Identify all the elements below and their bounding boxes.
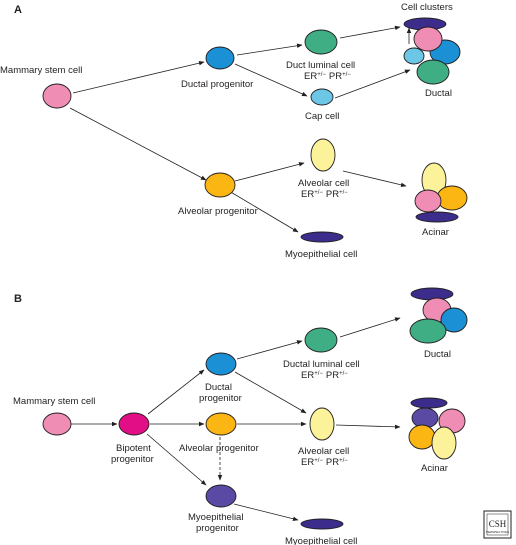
a-mammary-stem-cell-label: Mammary stem cell — [0, 65, 82, 76]
b-bipotent-label-1: Bipotent — [116, 443, 151, 454]
a-alveolar-progenitor — [204, 172, 236, 198]
panel-b-label: B — [14, 293, 22, 305]
b-alveolar-progenitor — [205, 412, 237, 436]
b-mammary-stem-cell-label: Mammary stem cell — [13, 396, 95, 407]
b-ductal-progenitor-label-2: progenitor — [199, 393, 242, 404]
a-ductal-progenitor-label: Ductal progenitor — [181, 79, 253, 90]
panel-a-label: A — [14, 4, 22, 16]
svg-text:PERSPECTIVES: PERSPECTIVES — [486, 530, 509, 534]
a-ductal-cluster — [403, 17, 461, 85]
b-ductal-luminal-receptors: ER+/−PR+/− — [301, 370, 348, 381]
a-acinar-cluster — [414, 162, 468, 223]
csh-perspectives-logo: CSH PERSPECTIVES — [483, 510, 512, 539]
b-mammary-stem-cell — [42, 412, 72, 436]
b-ductal-cluster — [409, 287, 468, 344]
b-ductal-progenitor — [205, 352, 237, 376]
b-alveolar-receptors: ER+/−PR+/− — [301, 457, 348, 468]
b-alveolar-progenitor-label: Alveolar progenitor — [179, 443, 259, 454]
b-myo-progenitor-label-1: Myoepithelial — [188, 512, 243, 523]
a-myoepithelial-label: Myoepithelial cell — [285, 249, 357, 260]
a-duct-luminal-receptors: ER+/−PR+/− — [304, 71, 351, 82]
a-cap-cell-label: Cap cell — [305, 111, 339, 122]
b-alveolar-cell — [309, 407, 335, 441]
b-alveolar-cell-label: Alveolar cell — [298, 446, 349, 457]
a-duct-luminal-cell — [304, 29, 338, 55]
a-alveolar-receptors: ER+/−PR+/− — [301, 189, 348, 200]
b-ductal-label: Ductal — [424, 349, 451, 360]
a-alveolar-cell-label: Alveolar cell — [298, 178, 349, 189]
b-ductal-luminal-cell — [304, 327, 338, 353]
a-alveolar-cell — [310, 138, 336, 172]
panel-a-arrows — [69, 25, 412, 233]
a-mammary-stem-cell — [42, 83, 72, 109]
b-bipotent-label-2: progenitor — [111, 454, 154, 465]
a-ductal-label: Ductal — [425, 88, 452, 99]
svg-text:CSH: CSH — [489, 519, 507, 529]
b-ductal-progenitor-label-1: Ductal — [205, 382, 232, 393]
b-myoepithelial-label: Myoepithelial cell — [285, 536, 357, 545]
b-myoepithelial-cell — [300, 518, 344, 530]
a-myoepithelial-cell — [300, 231, 344, 243]
a-alveolar-progenitor-label: Alveolar progenitor — [178, 206, 258, 217]
a-duct-luminal-label: Duct luminal cell — [286, 60, 355, 71]
b-myo-progenitor-label-2: progenitor — [196, 523, 239, 534]
a-ductal-progenitor — [205, 46, 235, 70]
b-myoepithelial-progenitor — [205, 484, 237, 508]
a-cell-clusters-label: Cell clusters — [401, 2, 453, 13]
b-acinar-cluster — [408, 397, 466, 460]
a-acinar-label: Acinar — [422, 227, 449, 238]
panel-b-arrows — [71, 317, 401, 521]
b-acinar-label: Acinar — [421, 463, 448, 474]
b-bipotent-progenitor — [118, 412, 150, 436]
a-cap-cell — [310, 88, 334, 106]
b-ductal-luminal-label: Ductal luminal cell — [283, 359, 360, 370]
